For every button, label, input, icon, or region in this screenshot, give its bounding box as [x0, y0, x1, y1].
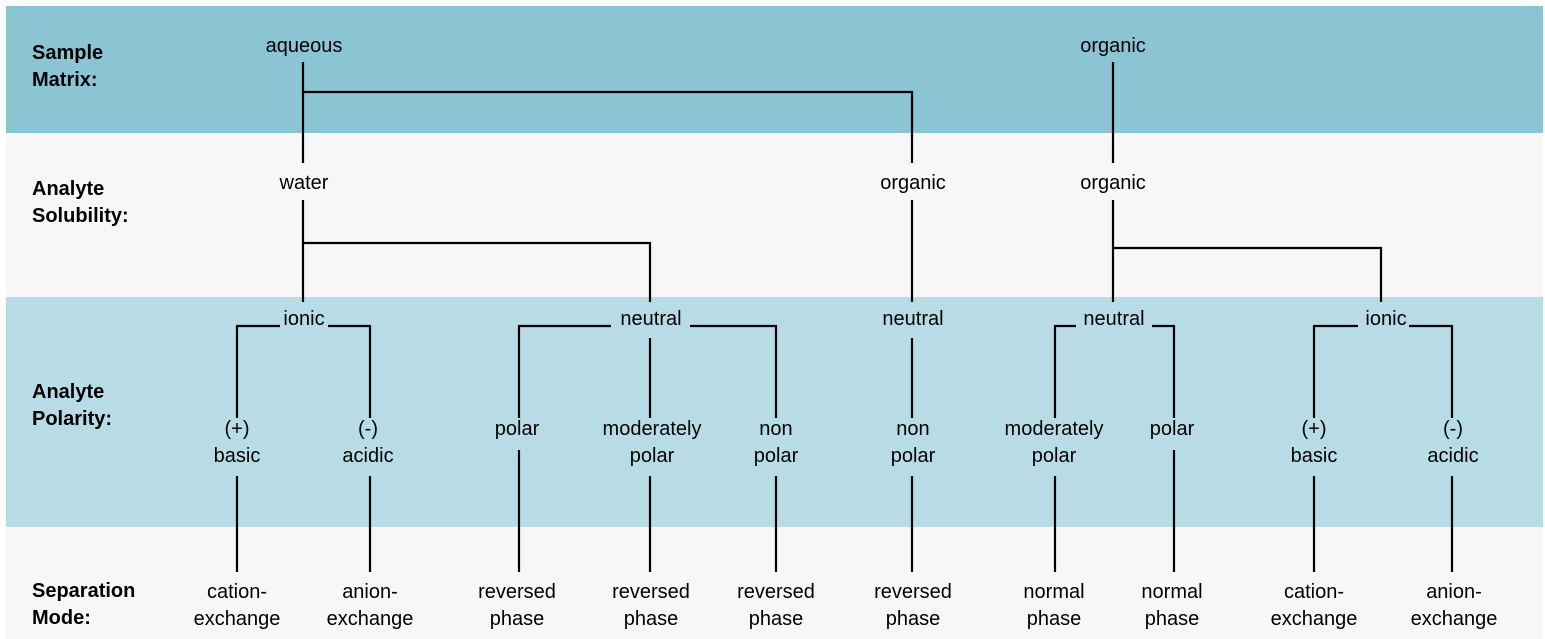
separation-mode-band — [6, 527, 1543, 639]
node-mode-normal-phase-2: normal phase — [1141, 581, 1203, 630]
node-matrix-aqueous: aqueous — [265, 35, 343, 57]
bracket-ionic-1 — [235, 324, 372, 418]
node-mode-reversed-phase-2: reversed phase — [612, 581, 690, 630]
node-group-neutral-3: neutral — [1083, 308, 1145, 330]
row-label-analyte-solubility: Analyte Solubility: — [32, 178, 129, 227]
node-solubility-water: water — [279, 172, 329, 194]
node-matrix-organic: organic — [1080, 35, 1146, 57]
node-polarity-polar-1: polar — [494, 418, 540, 440]
node-polarity-non-polar-2: non polar — [890, 418, 936, 467]
bracket-ionic-2 — [1312, 324, 1454, 418]
bracket-neutral-1 — [517, 324, 778, 418]
node-polarity-polar-2: polar — [1149, 418, 1195, 440]
connector-organic-to-ionic — [1113, 246, 1383, 302]
node-mode-reversed-phase-3: reversed phase — [737, 581, 815, 630]
connector-water-to-neutral — [303, 241, 652, 302]
node-polarity-acidic-1: (-) acidic — [342, 418, 394, 467]
node-solubility-organic-1: organic — [880, 172, 946, 194]
node-polarity-basic-1: (+) basic — [213, 418, 261, 467]
sample-matrix-band — [6, 6, 1543, 133]
node-mode-anion-exchange-2: anion- exchange — [1410, 581, 1498, 630]
node-polarity-non-polar-1: non polar — [753, 418, 799, 467]
node-mode-reversed-phase-4: reversed phase — [874, 581, 952, 630]
node-polarity-moderately-polar-1: moderately polar — [602, 418, 702, 467]
analyte-polarity-band — [6, 297, 1543, 527]
node-mode-reversed-phase-1: reversed phase — [478, 581, 556, 630]
node-mode-cation-exchange-2: cation- exchange — [1270, 581, 1358, 630]
node-group-neutral-2: neutral — [882, 308, 944, 330]
node-polarity-acidic-2: (-) acidic — [1427, 418, 1479, 467]
node-group-ionic-1: ionic — [283, 308, 325, 330]
node-polarity-moderately-polar-2: moderately polar — [1004, 418, 1104, 467]
bracket-neutral-3 — [1053, 324, 1176, 418]
row-label-separation-mode: Separation Mode: — [32, 580, 136, 629]
connector-aqueous-to-organic — [303, 90, 914, 163]
node-group-neutral-1: neutral — [620, 308, 682, 330]
row-label-analyte-polarity: Analyte Polarity: — [32, 381, 113, 430]
node-polarity-basic-2: (+) basic — [1290, 418, 1338, 467]
node-mode-cation-exchange-1: cation- exchange — [193, 581, 281, 630]
row-label-sample-matrix: Sample Matrix: — [32, 42, 104, 91]
analyte-solubility-band — [6, 133, 1543, 297]
node-solubility-organic-2: organic — [1080, 172, 1146, 194]
node-group-ionic-2: ionic — [1365, 308, 1407, 330]
node-mode-anion-exchange-1: anion- exchange — [326, 581, 414, 630]
node-mode-normal-phase-1: normal phase — [1023, 581, 1085, 630]
